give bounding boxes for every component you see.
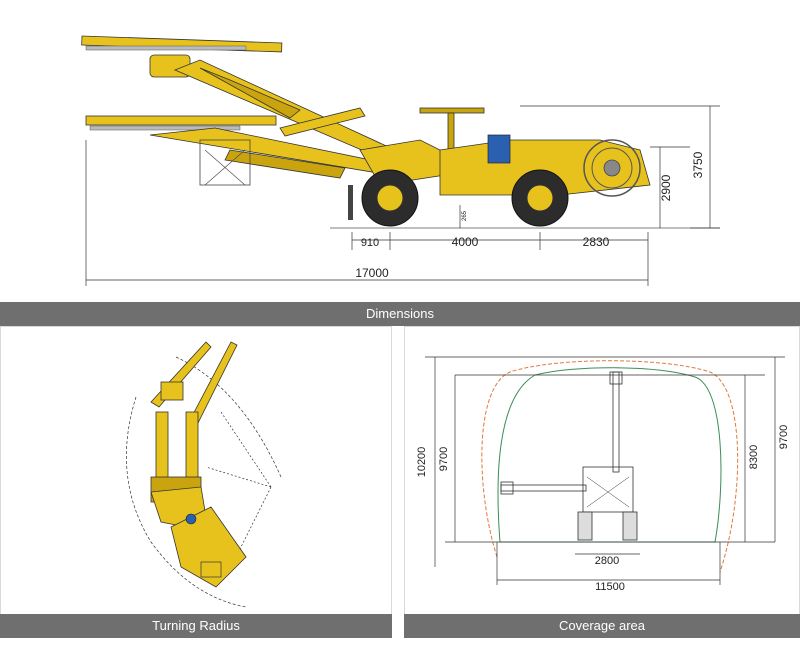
- coverage-area-panel: 10200 9700 8300 9700 2800 11500: [404, 326, 800, 638]
- total-width-label: 11500: [595, 581, 625, 593]
- turning-radius-caption: Turning Radius: [0, 614, 392, 638]
- total-length-label: 17000: [355, 266, 389, 280]
- lower-boom: [85, 107, 396, 186]
- ground-clearance-label: 265: [462, 210, 468, 221]
- rear-overhang-label: 2830: [583, 235, 610, 249]
- height-dimensions: [459, 105, 720, 229]
- right-outer-height-label: 9700: [778, 425, 790, 449]
- dimensions-caption: Dimensions: [0, 302, 800, 326]
- stabilizer-jack: [348, 185, 353, 220]
- dimensions-panel: 910 4000 2830 17000 2900 3750 265: [0, 0, 800, 302]
- upper-boom: [81, 35, 396, 161]
- outer-coverage-profile: [481, 360, 739, 573]
- coverage-area-caption: Coverage area: [404, 614, 800, 638]
- side-view-drawing: 910 4000 2830 17000 2900 3750 265: [81, 35, 720, 286]
- height-total-label: 3750: [691, 151, 705, 178]
- carrier-top-view: [150, 486, 247, 588]
- booms-top-view: [150, 341, 238, 503]
- turning-radius-drawing: [126, 341, 282, 608]
- height-cab-label: 2900: [659, 174, 673, 201]
- left-outer-height-label: 10200: [416, 447, 428, 478]
- coverage-drawing: 10200 9700 8300 9700 2800 11500: [416, 356, 790, 593]
- wheelbase-label: 4000: [452, 235, 479, 249]
- tank: [487, 134, 511, 164]
- length-dimensions: [85, 140, 649, 286]
- turning-radius-panel: [0, 326, 392, 638]
- cable-reel: [583, 139, 641, 197]
- wheels: [361, 169, 569, 227]
- left-inner-height-label: 9700: [438, 447, 450, 471]
- inner-coverage-profile: [497, 367, 722, 543]
- right-inner-height-label: 8300: [748, 445, 760, 469]
- front-overhang-label: 910: [361, 237, 379, 249]
- outer-turning-arc: [126, 396, 247, 608]
- base-width-label: 2800: [595, 555, 619, 567]
- machine-front-view: [500, 371, 638, 541]
